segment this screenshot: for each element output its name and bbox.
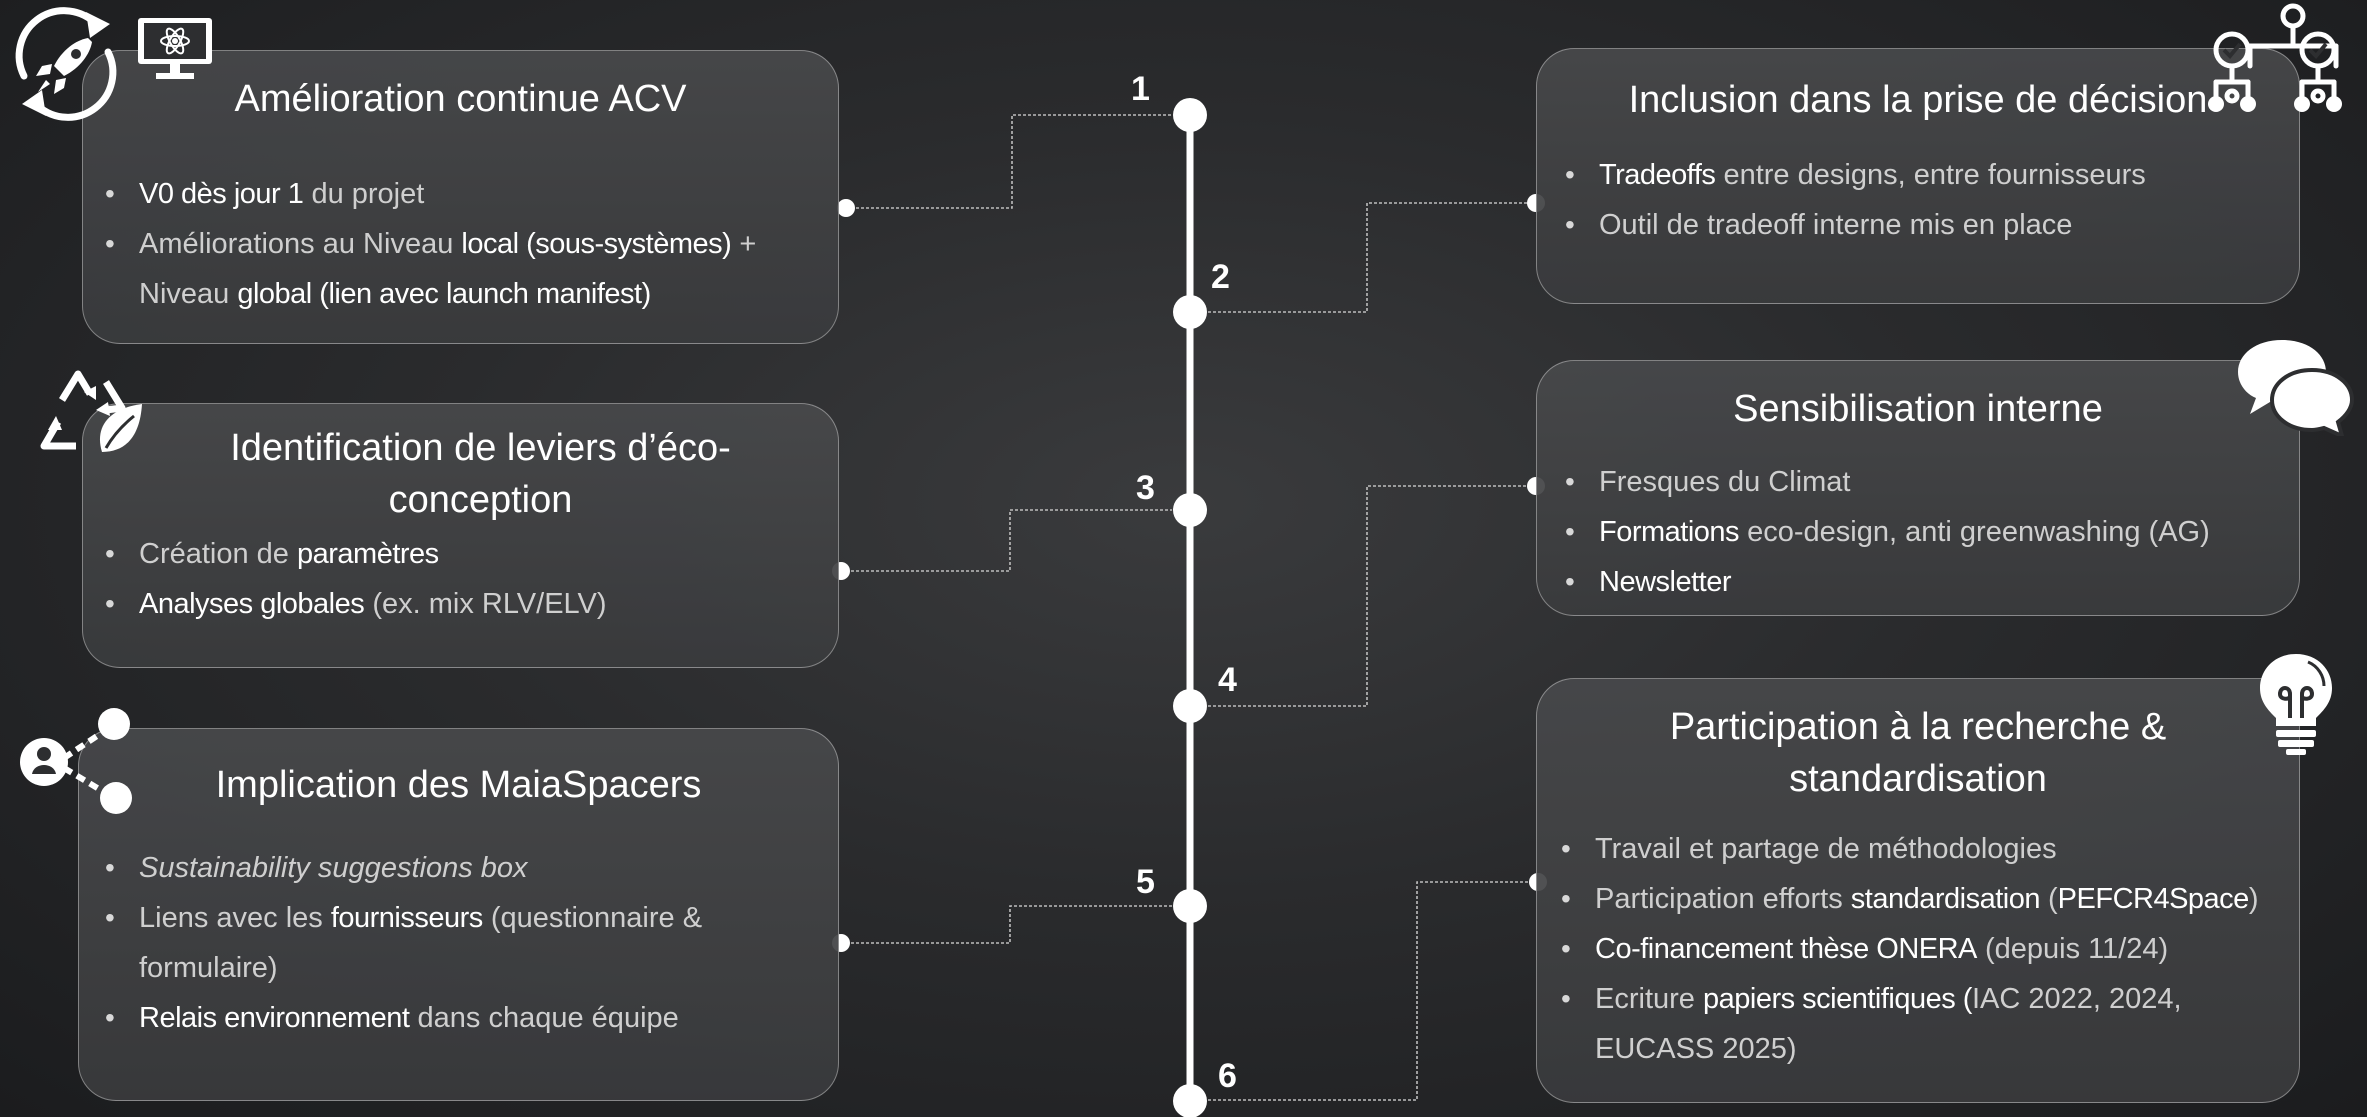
bullet-text: ( bbox=[2039, 883, 2058, 915]
rocket-cycle-icon bbox=[15, 7, 117, 121]
timeline-node-1 bbox=[1173, 98, 1207, 132]
bullet-list: Tradeoffs entre designs, entre fournisse… bbox=[1561, 150, 2281, 250]
bullet-highlight: local (sous-systèmes) bbox=[461, 228, 732, 260]
bullet-item: Sustainability suggestions box bbox=[101, 843, 801, 893]
bullet-text: eco-design, anti greenwashing (AG) bbox=[1739, 516, 2210, 548]
timeline-number-4: 4 bbox=[1218, 661, 1237, 699]
connector-1 bbox=[846, 114, 1172, 209]
recycle-leaf-icon bbox=[40, 370, 142, 452]
connector-6 bbox=[1208, 881, 1538, 1101]
bullet-item: Formations eco-design, anti greenwashing… bbox=[1561, 507, 2281, 557]
bullet-list: Travail et partage de méthodologies Part… bbox=[1557, 824, 2277, 1074]
timeline-number-5: 5 bbox=[1136, 863, 1155, 901]
bullet-item: Participation efforts standardisation (P… bbox=[1557, 874, 2277, 924]
timeline-node-4 bbox=[1173, 689, 1207, 723]
bullet-highlight: paramètres bbox=[297, 538, 439, 570]
card-recherche-standardisation: Participation à la recherche & standardi… bbox=[1536, 678, 2300, 1103]
bullet-item: Outil de tradeoff interne mis en place bbox=[1561, 200, 2281, 250]
bullet-text: Création de bbox=[139, 538, 297, 570]
timeline-node-3 bbox=[1173, 493, 1207, 527]
bullet-list: Fresques du Climat Formations eco-design… bbox=[1561, 457, 2281, 607]
user-network-icon bbox=[20, 708, 132, 814]
bullet-text: ) bbox=[2248, 883, 2259, 915]
timeline-number-2: 2 bbox=[1211, 258, 1230, 296]
bullet-highlight: Formations bbox=[1599, 516, 1740, 548]
card-title: Identification de leviers d’éco-concepti… bbox=[230, 427, 731, 521]
card-leviers-eco-conception: Identification de leviers d’éco-concepti… bbox=[82, 403, 839, 668]
bullet-text: Améliorations au Niveau bbox=[139, 228, 462, 260]
timeline-number-3: 3 bbox=[1136, 469, 1155, 507]
bullet-text: du projet bbox=[303, 178, 425, 210]
timeline-number-6: 6 bbox=[1218, 1057, 1237, 1095]
bullet-list: V0 dès jour 1 du projet Améliorations au… bbox=[101, 169, 821, 319]
bullet-highlight: fournisseurs bbox=[330, 902, 483, 934]
bullet-highlight: PEFCR4Space bbox=[2057, 883, 2250, 915]
bullet-text: Travail et partage de méthodologies bbox=[1595, 833, 2057, 865]
bullet-list: Création de paramètres Analyses globales… bbox=[101, 529, 821, 629]
bullet-text: dans chaque équipe bbox=[409, 1002, 679, 1034]
connector-3 bbox=[841, 509, 1172, 572]
bullet-item: Newsletter bbox=[1561, 557, 2281, 607]
bullet-text: Liens avec les bbox=[139, 902, 331, 934]
bullet-item: Co-financement thèse ONERA (depuis 11/24… bbox=[1557, 924, 2277, 974]
bullet-text: Sustainability suggestions box bbox=[139, 852, 528, 884]
card-prise-de-decision: Inclusion dans la prise de décision Trad… bbox=[1536, 48, 2300, 304]
bullet-highlight: Analyses globales bbox=[139, 588, 365, 620]
card-title: Participation à la recherche & standardi… bbox=[1669, 706, 2167, 800]
bullet-text: (ex. mix RLV/ELV) bbox=[364, 588, 607, 620]
timeline-node-2 bbox=[1173, 295, 1207, 329]
bullet-item: Tradeoffs entre designs, entre fournisse… bbox=[1561, 150, 2281, 200]
bullet-text: Participation efforts bbox=[1595, 883, 1851, 915]
card-title: Implication des MaiaSpacers bbox=[215, 764, 702, 806]
bullet-item: Liens avec les fournisseurs (questionnai… bbox=[101, 893, 801, 993]
bullet-highlight: Newsletter bbox=[1599, 566, 1732, 598]
bullet-text: (questionnaire & formulaire) bbox=[139, 902, 703, 984]
bullet-text: Outil de tradeoff interne mis en place bbox=[1599, 209, 2073, 241]
bullet-item: Fresques du Climat bbox=[1561, 457, 2281, 507]
card-title: Inclusion dans la prise de décision bbox=[1628, 79, 2208, 121]
bullet-text: (depuis 11/24) bbox=[1976, 933, 2169, 965]
bullet-list: Sustainability suggestions box Liens ave… bbox=[101, 843, 801, 1043]
card-title: Sensibilisation interne bbox=[1733, 388, 2103, 430]
lightbulb-icon bbox=[2260, 654, 2332, 755]
bullet-text: Fresques du Climat bbox=[1599, 466, 1851, 498]
card-implication-maiaspacers: Implication des MaiaSpacers Sustainabili… bbox=[78, 728, 839, 1101]
card-sensibilisation-interne: Sensibilisation interne Fresques du Clim… bbox=[1536, 360, 2300, 616]
bullet-highlight: standardisation bbox=[1850, 883, 2041, 915]
card-amelioration-continue: Amélioration continue ACV V0 dès jour 1 … bbox=[82, 50, 839, 344]
bullet-highlight: global (lien avec launch manifest) bbox=[237, 278, 651, 310]
bullet-highlight: papiers scientifiques ( bbox=[1702, 983, 1972, 1015]
connector-2 bbox=[1208, 202, 1536, 313]
atom-monitor-icon bbox=[138, 18, 212, 79]
bullet-item: Analyses globales (ex. mix RLV/ELV) bbox=[101, 579, 821, 629]
bullet-highlight: Tradeoffs bbox=[1599, 159, 1716, 191]
timeline-node-5 bbox=[1173, 889, 1207, 923]
bullet-highlight: Relais environnement bbox=[139, 1002, 410, 1034]
bullet-text: Ecriture bbox=[1595, 983, 1703, 1015]
timeline-node-6 bbox=[1173, 1084, 1207, 1117]
bullet-text: + Niveau bbox=[139, 228, 757, 310]
bullet-item: Création de paramètres bbox=[101, 529, 821, 579]
timeline-number-1: 1 bbox=[1131, 70, 1150, 108]
bullet-highlight: V0 dès jour 1 bbox=[139, 178, 304, 210]
chat-bubbles-icon bbox=[2238, 340, 2355, 436]
bullet-text: IAC 2022, 2024, EUCASS 2025) bbox=[1595, 983, 2182, 1065]
bullet-item: Améliorations au Niveau local (sous-syst… bbox=[101, 219, 821, 319]
network-approval-icon bbox=[2208, 3, 2342, 112]
bullet-item: Travail et partage de méthodologies bbox=[1557, 824, 2277, 874]
card-title: Amélioration continue ACV bbox=[234, 78, 687, 120]
bullet-item: Ecriture papiers scientifiques (IAC 2022… bbox=[1557, 974, 2277, 1074]
connector-5 bbox=[841, 905, 1172, 944]
bullet-item: V0 dès jour 1 du projet bbox=[101, 169, 821, 219]
bullet-text: entre designs, entre fournisseurs bbox=[1715, 159, 2146, 191]
connector-4 bbox=[1208, 485, 1536, 707]
connector-dot-1 bbox=[837, 199, 855, 217]
bullet-item: Relais environnement dans chaque équipe bbox=[101, 993, 801, 1043]
bullet-highlight: Co-financement thèse ONERA bbox=[1595, 933, 1977, 965]
